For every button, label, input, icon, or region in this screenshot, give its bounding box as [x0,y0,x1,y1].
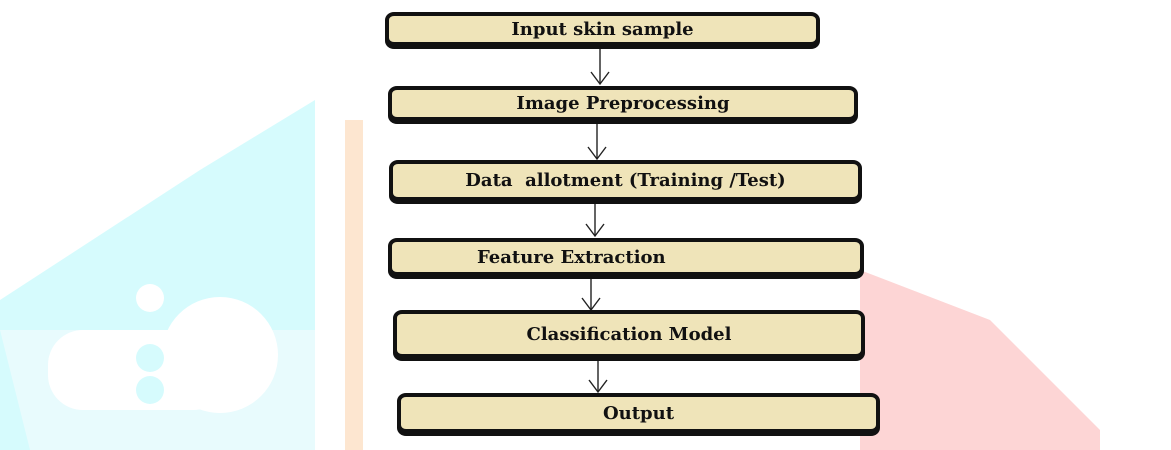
watermark-orange-bar [345,120,363,450]
watermark-cloud-body [48,330,228,410]
watermark-node-1 [136,284,164,312]
step-data-allotment: Data allotment (Training /Test) [389,160,862,201]
step-image-preprocessing: Image Preprocessing [388,86,858,121]
step-feature-extraction: Feature Extraction [388,238,864,276]
step-label: Data allotment (Training /Test) [465,170,786,191]
watermark-red-shape [860,270,1100,450]
watermark-node-2 [136,344,164,372]
step-output: Output [397,393,880,433]
arrow-down-2 [587,121,607,161]
step-label: Classification Model [526,323,732,345]
step-label: Input skin sample [511,18,694,40]
arrow-down-5 [588,358,608,394]
arrow-down-1 [590,45,610,86]
step-label: Feature Extraction [477,246,666,268]
arrow-down-3 [585,201,605,238]
step-label: Image Preprocessing [516,93,730,114]
step-classification-model: Classification Model [393,310,865,358]
step-label: Output [602,402,675,424]
watermark-node-3 [136,376,164,404]
step-input-skin-sample: Input skin sample [385,12,820,46]
